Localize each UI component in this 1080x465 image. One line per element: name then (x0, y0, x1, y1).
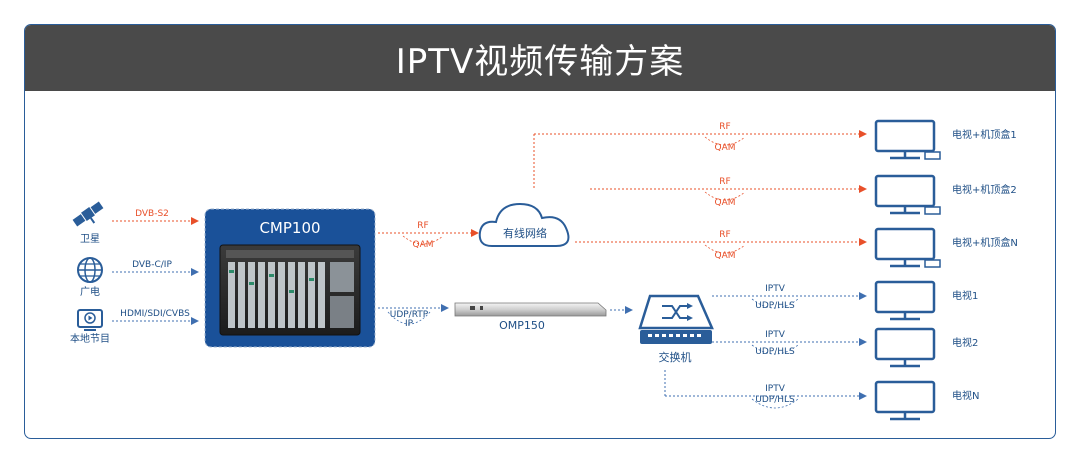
tv-2: 电视2 (874, 327, 978, 368)
tv-stb-2: 电视+机顶盒2 (874, 174, 1017, 215)
source-label: 本地节目 (70, 332, 110, 345)
rf-label-3: RF QAM (704, 230, 746, 261)
title-banner: IPTV视频传输方案 (25, 25, 1055, 91)
device-label: 电视+机顶盒2 (952, 183, 1017, 196)
source-label: 广电 (80, 285, 100, 298)
ip-label-2: IPTV UDP/HLS (751, 330, 799, 357)
link-label-bottom: QAM (412, 240, 433, 250)
tv-icon (874, 174, 936, 215)
device-label: 电视N (952, 389, 979, 402)
tv-icon (874, 119, 936, 160)
device-label: 电视2 (952, 336, 978, 349)
ip-label-1: IPTV UDP/HLS (751, 284, 799, 311)
device-label: 电视+机顶盒N (952, 236, 1018, 249)
set-top-box-icon (924, 259, 941, 268)
svg-text:IPTV: IPTV (765, 330, 786, 340)
svg-text:RF: RF (719, 122, 730, 132)
tv-n: 电视N (874, 380, 979, 421)
rf-label-2: RF QAM (704, 177, 746, 208)
globe-icon (77, 257, 103, 283)
tv-stb-n: 电视+机顶盒N (874, 227, 1018, 268)
svg-text:UDP/HLS: UDP/HLS (755, 347, 795, 357)
svg-text:RF: RF (719, 177, 730, 187)
svg-text:QAM: QAM (714, 251, 735, 261)
device-name: OMP150 (499, 319, 545, 332)
link-label-top: RF (417, 221, 428, 231)
link-label: DVB-S2 (135, 209, 169, 219)
satellite-icon (72, 201, 104, 227)
link-label: HDMI/SDI/CVBS (120, 309, 190, 319)
tv-stb-1: 电视+机顶盒1 (874, 119, 1017, 160)
link-label-bottom: IP (405, 319, 414, 329)
device-label: 电视+机顶盒1 (952, 128, 1017, 141)
page-title: IPTV视频传输方案 (395, 41, 685, 82)
switch-label: 交换机 (659, 350, 692, 364)
cloud-icon: 有线网络 (478, 202, 570, 247)
source-label: 卫星 (80, 233, 100, 245)
tv-icon (874, 280, 936, 321)
device-name: CMP100 (259, 219, 320, 237)
link-label-top: UDP/RTP (390, 310, 429, 320)
svg-text:UDP/HLS: UDP/HLS (755, 395, 795, 405)
ip-label-3: IPTV UDP/HLS (751, 384, 799, 409)
source-satellite: 卫星 DVB-S2 (72, 201, 199, 245)
tv-icon (874, 327, 936, 368)
cmp100-device: CMP100 (204, 208, 376, 348)
omp150-device: OMP150 (454, 302, 607, 332)
svg-text:RF: RF (719, 230, 730, 240)
svg-text:IPTV: IPTV (765, 384, 786, 394)
link-label: DVB-C/IP (132, 260, 172, 270)
svg-text:QAM: QAM (714, 143, 735, 153)
rf-label-1: RF QAM (704, 122, 746, 153)
tv-icon (874, 227, 936, 268)
monitor-play-icon (77, 309, 103, 331)
svg-text:UDP/HLS: UDP/HLS (755, 301, 795, 311)
switch-icon: 交换机 (638, 294, 714, 364)
set-top-box-icon (924, 206, 941, 215)
tv-1: 电视1 (874, 280, 978, 321)
svg-text:IPTV: IPTV (765, 284, 786, 294)
source-broadcast: 广电 DVB-C/IP (77, 257, 199, 298)
svg-text:QAM: QAM (714, 198, 735, 208)
tv-icon (874, 380, 936, 421)
cloud-label: 有线网络 (503, 226, 547, 240)
device-label: 电视1 (952, 289, 978, 302)
set-top-box-icon (924, 151, 941, 160)
source-local: 本地节目 HDMI/SDI/CVBS (70, 309, 199, 345)
